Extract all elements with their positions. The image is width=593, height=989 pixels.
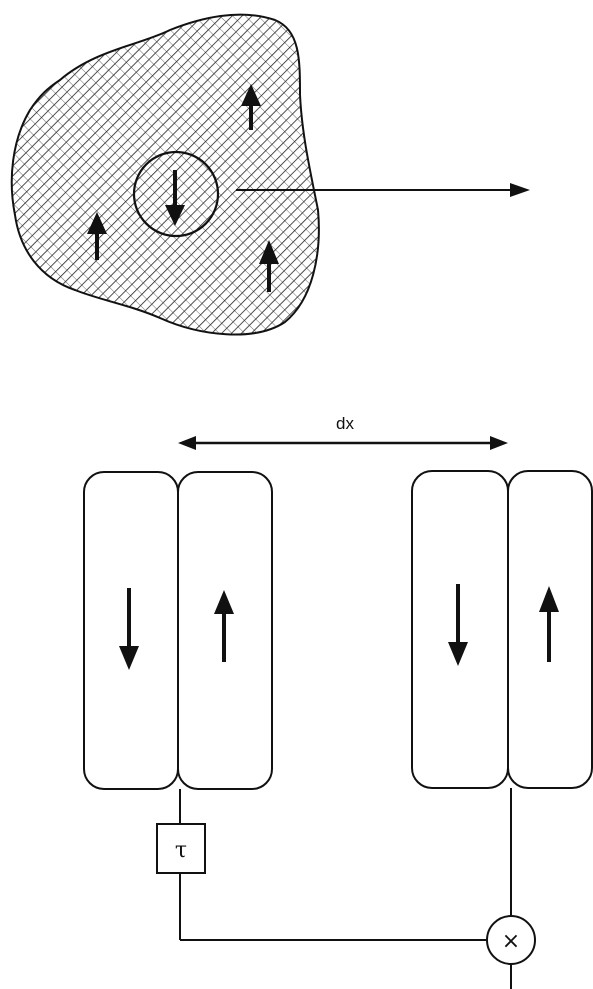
textured-blob: [10, 13, 320, 336]
multiply-label: ×: [502, 929, 520, 954]
dx-label: dx: [336, 414, 354, 433]
up-arrow-icon: [259, 240, 279, 292]
up-arrow-icon: [87, 212, 107, 260]
right-arrow-icon: [236, 183, 530, 197]
delay-label: τ: [175, 838, 187, 863]
receptive-field-circle: [132, 150, 220, 238]
dx-arrow: [178, 436, 508, 450]
multiplier-node: ×: [486, 915, 536, 965]
up-arrow-icon: [214, 590, 234, 662]
circuit-wiring: [179, 788, 512, 989]
right-receptor-pair: [411, 470, 593, 789]
up-arrow-icon: [539, 586, 559, 662]
down-arrow-icon: [119, 588, 139, 670]
left-receptor-pair: [83, 471, 273, 790]
delay-box: τ: [156, 823, 206, 874]
down-arrow-icon: [165, 170, 185, 226]
down-arrow-icon: [448, 584, 468, 666]
up-arrow-icon: [241, 84, 261, 130]
